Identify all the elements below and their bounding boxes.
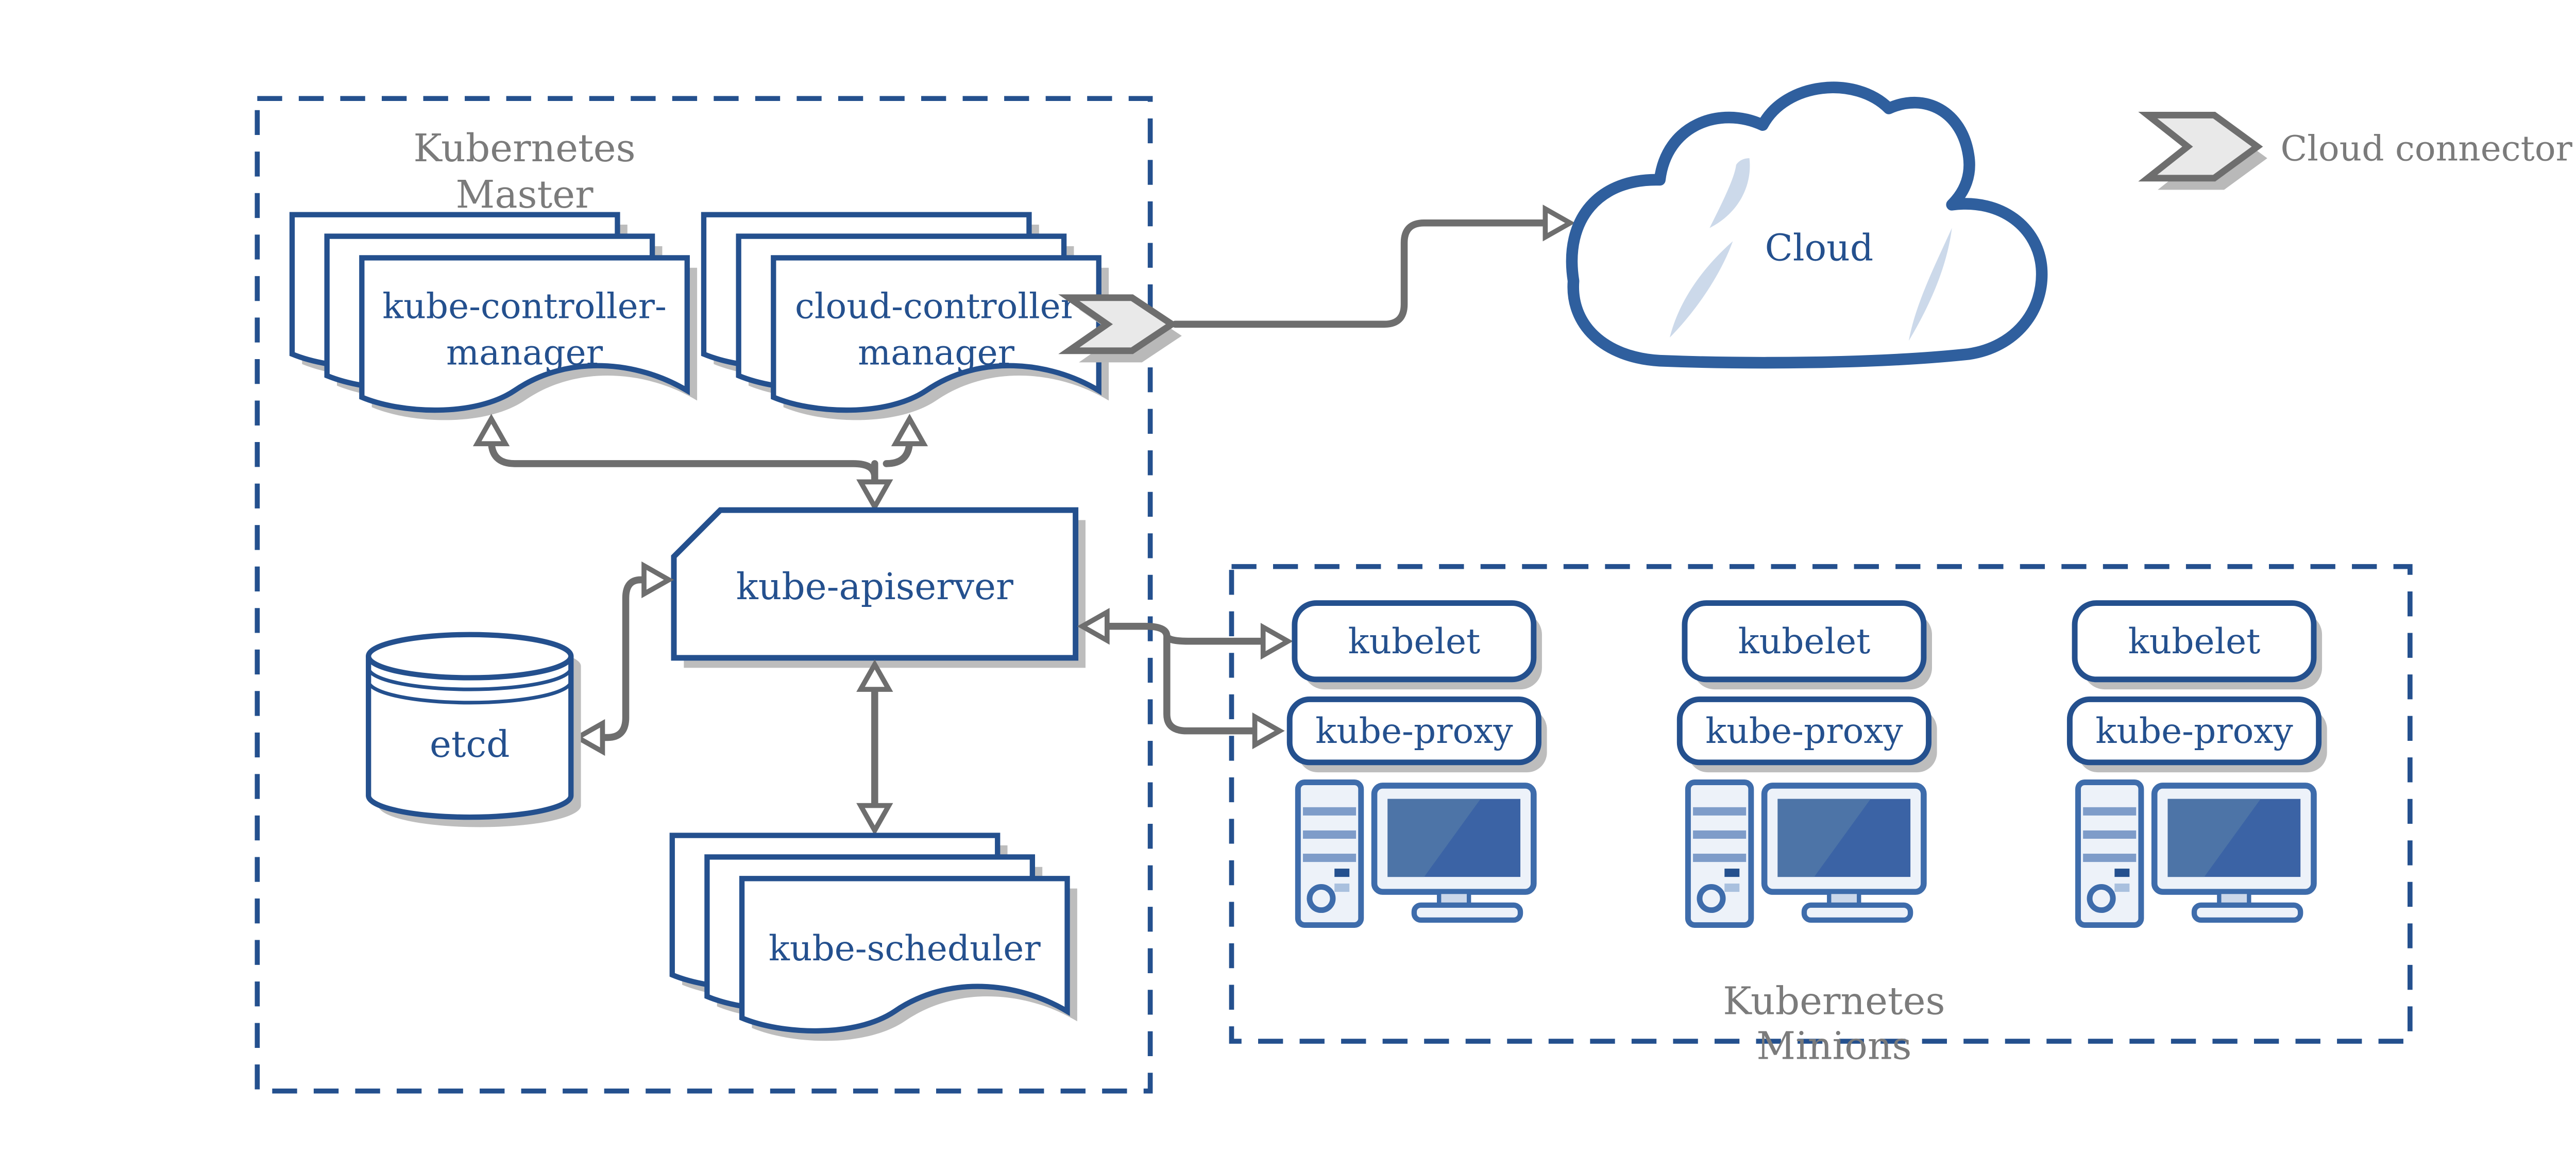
computer-icon: [1298, 782, 1533, 925]
cloud-controller-manager-label-line1: cloud-controller: [795, 285, 1078, 326]
controller-managers-to-apiserver-arrow: [477, 419, 924, 507]
etcd-label: etcd: [430, 723, 510, 766]
master-title-line1: Kubernetes: [413, 126, 635, 171]
minions-title-line1: Kubernetes: [1723, 979, 1945, 1024]
minions-region: kubelet kube-proxy kubelet kube-proxy ku…: [1229, 564, 2413, 1069]
cloud-shape: [1566, 81, 2048, 369]
apiserver-scheduler-arrow: [860, 665, 889, 830]
etcd-cylinder-top: [366, 632, 574, 681]
legend: Cloud connector: [2138, 111, 2573, 190]
cloud-highlight: [1908, 228, 1952, 341]
etcd-ring: [366, 667, 573, 691]
kube-scheduler-label: kube-scheduler: [769, 928, 1041, 969]
minions-boundary: [1229, 564, 2413, 1044]
master-region: Kubernetes Master: [255, 96, 1153, 1094]
arrowhead-up-icon: [477, 419, 505, 444]
cloud-controller-manager-label-line2: manager: [858, 332, 1015, 373]
legend-chevron-icon: [2138, 111, 2263, 182]
kube-controller-manager-label-line1: kube-controller-: [382, 285, 667, 326]
cloud-connector-chevron: [1058, 294, 1178, 354]
arrow-line: [1172, 219, 1547, 328]
cloud-highlight: [1709, 158, 1750, 228]
arrowhead-up-icon: [860, 665, 889, 689]
cloud-connector-arrow: [1172, 209, 1570, 328]
computer-icon: [2078, 782, 2314, 925]
arrow-line: [1163, 634, 1260, 735]
arrowhead-right-icon: [1255, 717, 1280, 745]
master-title-line2: Master: [456, 173, 594, 217]
arrowhead-left-icon: [578, 723, 602, 752]
kube-controller-manager-label-line2: manager: [446, 332, 603, 373]
cloud-label: Cloud: [1765, 227, 1874, 269]
legend-label: Cloud connector: [2281, 128, 2573, 168]
arrow-line: [599, 576, 649, 741]
kubelet-box: [1292, 600, 1537, 683]
computer-icon: [1688, 782, 1923, 925]
kubelet-label: kubelet: [2128, 621, 2261, 662]
minions-title-line2: Minions: [1756, 1024, 1911, 1069]
kubelet-label: kubelet: [1348, 621, 1480, 662]
cloud-node: Cloud: [1566, 81, 2048, 369]
kube-proxy-box: [1676, 696, 1932, 766]
kube-scheduler-node: kube-scheduler: [672, 836, 1077, 1041]
cloud-controller-manager-node: cloud-controller manager: [704, 215, 1109, 420]
arrowhead-right-icon: [644, 566, 669, 594]
arrowhead-up-icon: [895, 419, 924, 444]
arrow-line: [487, 437, 878, 481]
kube-proxy-box: [1286, 696, 1541, 766]
minion-node-1: kubelet kube-proxy: [1286, 600, 1547, 925]
apiserver-etcd-arrow: [578, 566, 669, 752]
kube-controller-manager-node: kube-controller- manager: [292, 215, 698, 420]
minion-node-3: kubelet kube-proxy: [2066, 600, 2327, 925]
kube-proxy-label: kube-proxy: [1315, 710, 1513, 751]
minion-node-2: kubelet kube-proxy: [1676, 600, 1937, 925]
arrowhead-left-icon: [1082, 612, 1107, 640]
kube-apiserver-shape: [671, 507, 1079, 661]
kube-apiserver-node: kube-apiserver: [671, 507, 1086, 668]
kube-proxy-box: [2066, 696, 2322, 766]
kubelet-box: [2072, 600, 2317, 683]
kube-apiserver-label: kube-apiserver: [736, 565, 1013, 608]
arrowhead-down-icon: [860, 806, 889, 830]
kubelet-label: kubelet: [1738, 621, 1871, 662]
kubelet-box: [1682, 600, 1927, 683]
apiserver-minions-arrows: [1082, 612, 1288, 745]
etcd-cylinder-body: [366, 656, 574, 820]
arrowhead-right-icon: [1263, 627, 1288, 655]
arrowhead-down-icon: [860, 482, 889, 506]
cloud-connector-icon: [1058, 294, 1182, 363]
kube-proxy-label: kube-proxy: [1705, 710, 1903, 751]
arrowhead-right-icon: [1545, 209, 1570, 237]
cloud-highlight: [1669, 241, 1733, 338]
master-boundary: [255, 96, 1153, 1094]
etcd-node: etcd: [366, 632, 581, 827]
arrow-line: [1101, 622, 1265, 645]
etcd-ring: [366, 681, 573, 705]
kube-proxy-label: kube-proxy: [2095, 710, 2293, 751]
